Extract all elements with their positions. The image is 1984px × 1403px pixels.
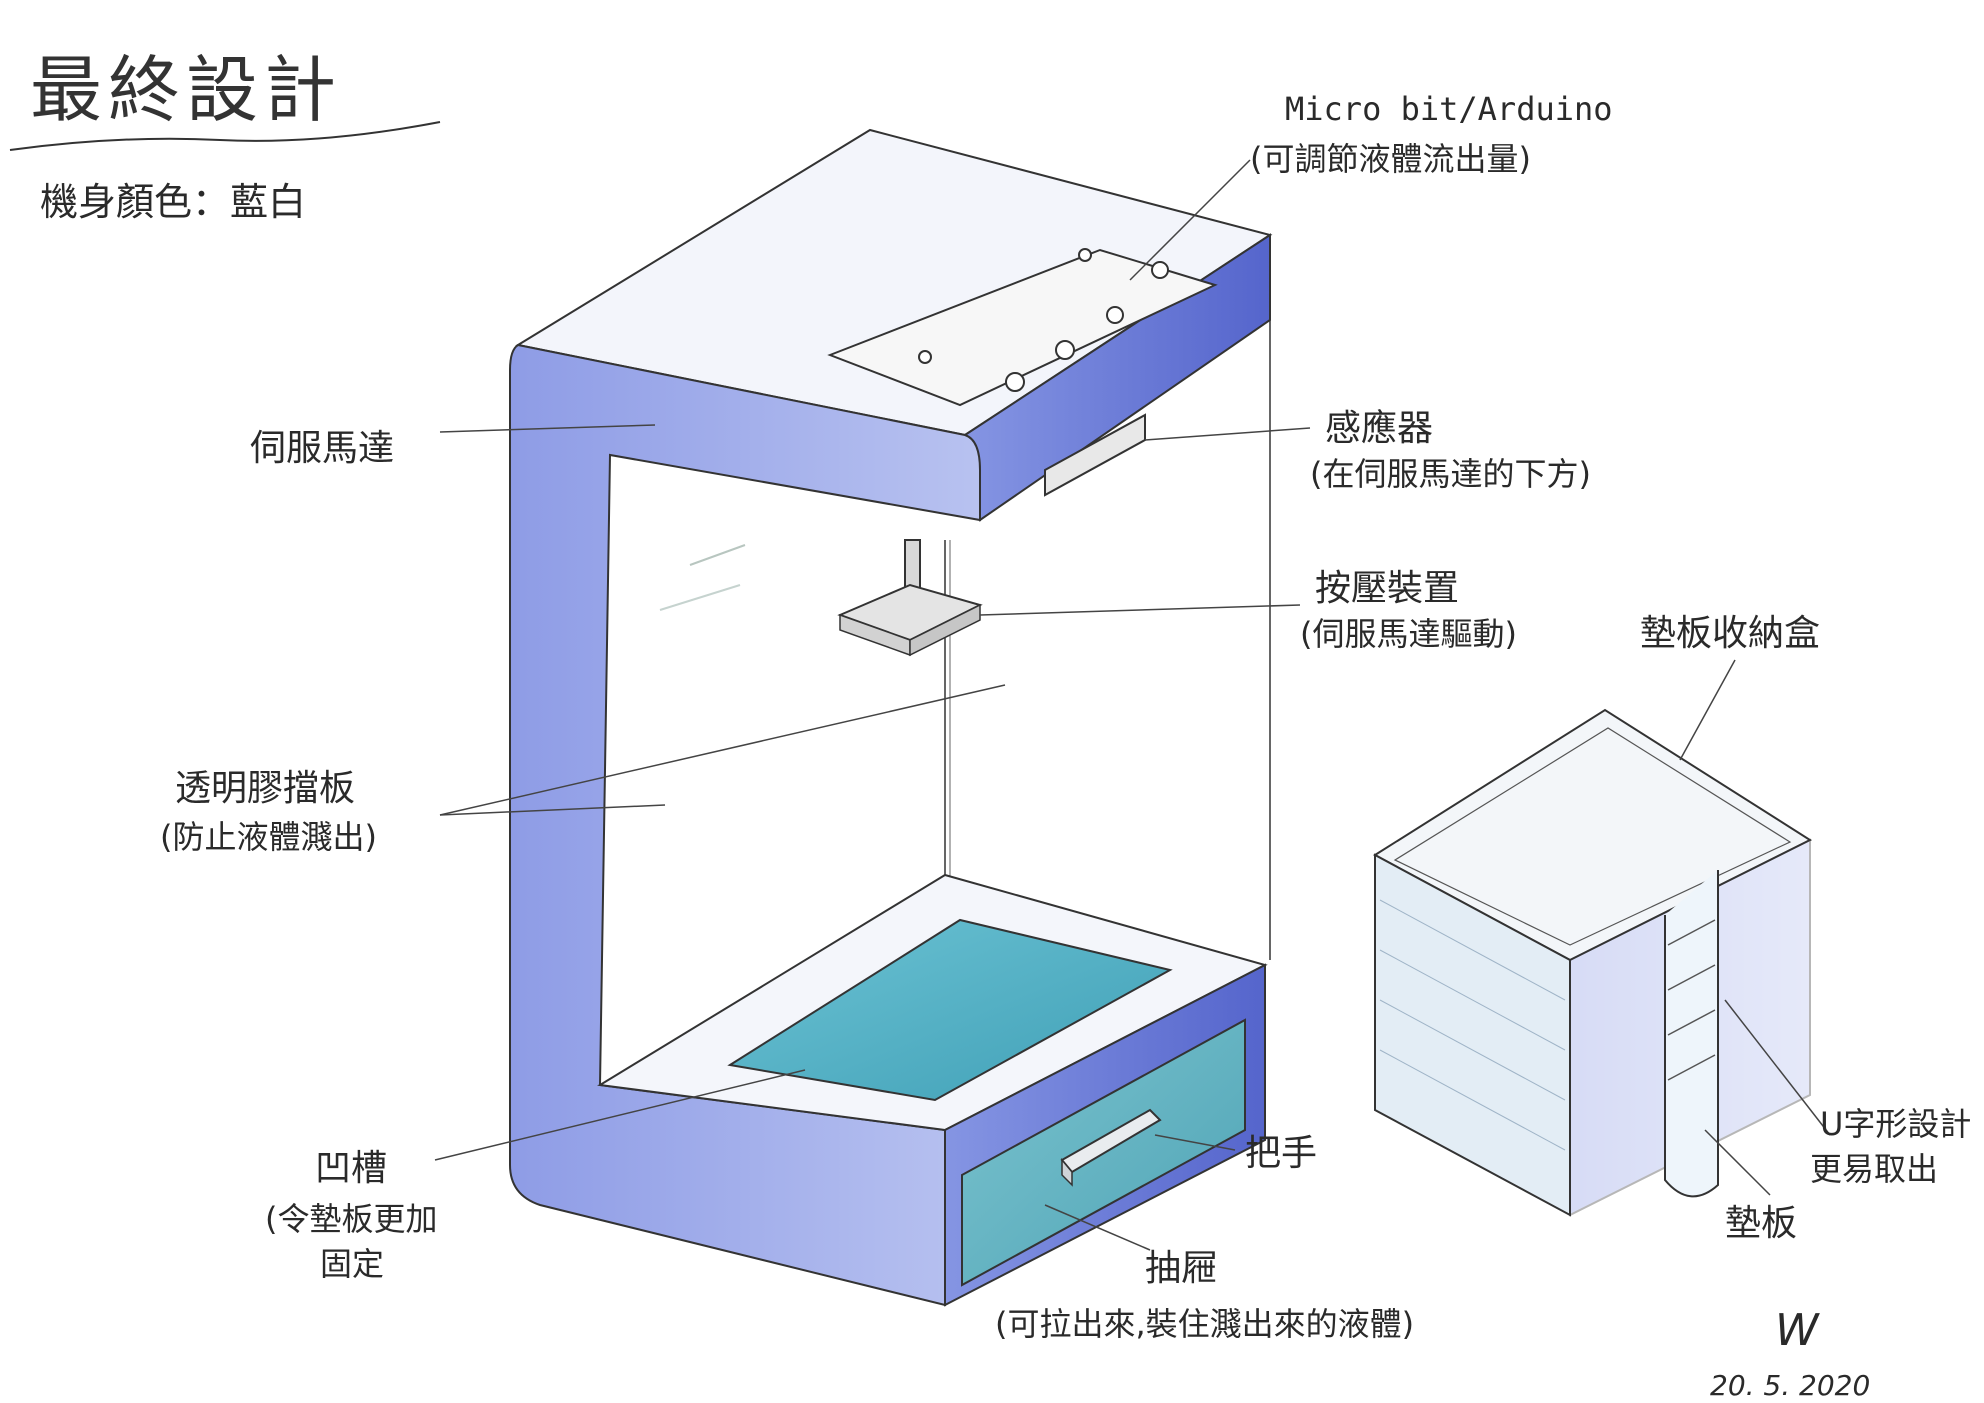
- page-title: 最終設計: [30, 48, 342, 132]
- label-shield-note: (防止液體濺出): [160, 818, 377, 856]
- label-groove: 凹槽: [315, 1148, 387, 1189]
- label-press-device: 按壓裝置: [1315, 568, 1459, 609]
- signature: W: [1775, 1305, 1820, 1356]
- label-shield: 透明膠擋板: [175, 768, 355, 809]
- label-controller-note: (可調節液體流出量): [1250, 140, 1531, 178]
- body-color-note: 機身顏色：藍白: [40, 180, 306, 224]
- controller-buttons: [918, 248, 1169, 392]
- groove-tray: [727, 918, 1173, 1102]
- label-sensor-note: (在伺服馬達的下方): [1310, 455, 1591, 493]
- u-shaped-slot: [1664, 870, 1719, 1198]
- label-u-design-note: 更易取出: [1810, 1150, 1938, 1188]
- label-drawer-note: (可拉出來,裝住濺出來的液體): [995, 1305, 1414, 1343]
- label-groove-note-1: (令墊板更加: [265, 1200, 438, 1238]
- label-press-note: (伺服馬達驅動): [1300, 615, 1517, 653]
- machine-frame-side: [509, 343, 981, 1307]
- controller-board: [827, 248, 1218, 407]
- label-groove-note-2: 固定: [320, 1245, 384, 1283]
- label-pad: 墊板: [1725, 1203, 1797, 1244]
- label-handle: 把手: [1245, 1133, 1317, 1174]
- leader-lines: [434, 159, 1831, 1251]
- pad-storage-box: [1373, 708, 1813, 1217]
- label-drawer: 抽屜: [1145, 1248, 1217, 1289]
- label-u-design: U字形設計: [1820, 1105, 1971, 1143]
- date: 20. 5. 2020: [1710, 1369, 1870, 1402]
- title-underline: [9, 121, 441, 151]
- label-storage-box: 墊板收納盒: [1640, 613, 1820, 654]
- label-controller: Micro bit/Arduino: [1285, 90, 1613, 128]
- label-sensor: 感應器: [1325, 408, 1433, 449]
- dispenser-machine: [509, 128, 1273, 1307]
- label-servo: 伺服馬達: [250, 428, 394, 469]
